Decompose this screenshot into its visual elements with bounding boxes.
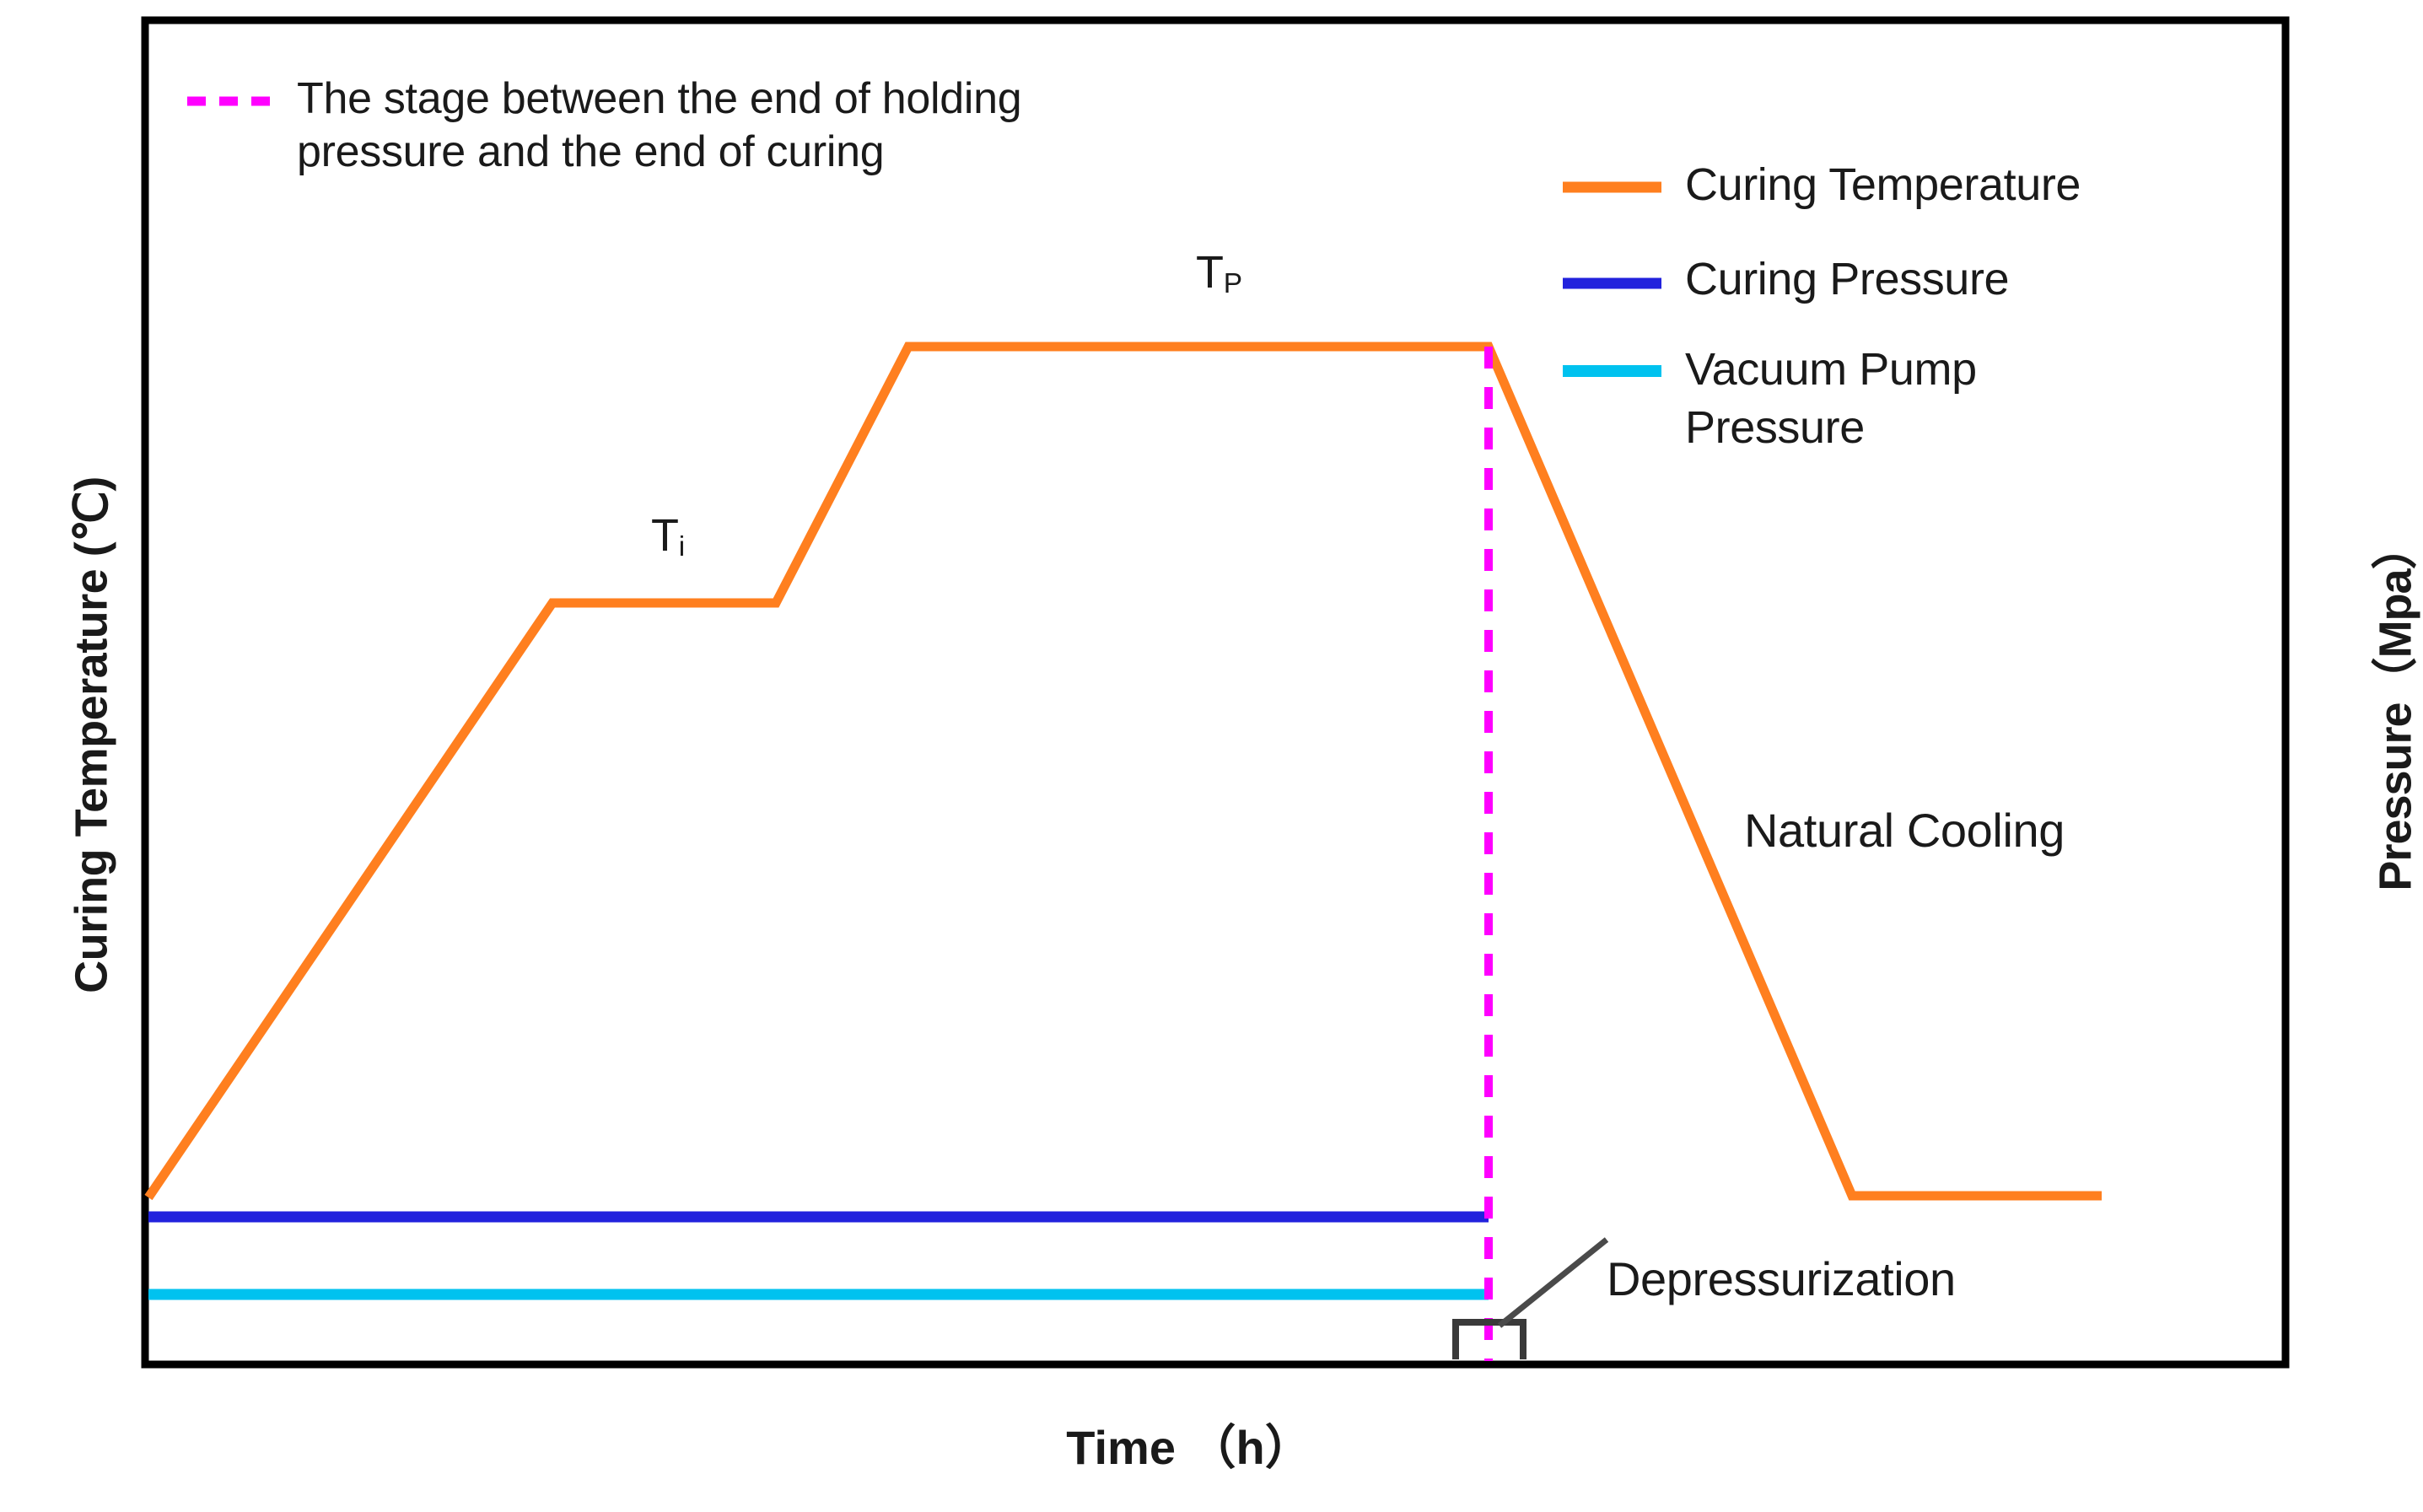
annotation-depressurization: Depressurization (1607, 1252, 1956, 1305)
label-tp-base: T (1196, 247, 1224, 298)
legend-item-curing-temperature: Curing Temperature (1685, 159, 2081, 210)
x-axis-title-unit: （h） (1188, 1421, 1312, 1474)
curve-curing-temperature (144, 342, 2102, 1201)
depressurization-leader-line (1497, 1237, 1609, 1328)
legend-item-vacuum-pump-pressure: Vacuum Pump Pressure (1685, 344, 1977, 454)
annotation-natural-cooling: Natural Cooling (1744, 804, 2065, 857)
x-axis-title: Time （h） (852, 1410, 1526, 1478)
x-axis-title-main: Time (1066, 1421, 1189, 1474)
depressurization-marker-icon (1452, 1319, 1526, 1359)
stage-note-text: The stage between the end of holding pre… (297, 74, 1022, 177)
plot-frame (141, 16, 2290, 1369)
label-tp-subscript: P (1223, 268, 1243, 300)
label-ti: Ti (651, 509, 685, 562)
y-axis-left-title: Curing Temperature (℃) (66, 476, 117, 993)
legend-item-curing-pressure: Curing Pressure (1685, 254, 2010, 304)
y-axis-right-title: Pressure（Mpa） (2370, 525, 2421, 891)
label-ti-subscript: i (678, 531, 686, 563)
label-tp: TP (1196, 246, 1242, 299)
label-ti-base: T (651, 510, 679, 561)
